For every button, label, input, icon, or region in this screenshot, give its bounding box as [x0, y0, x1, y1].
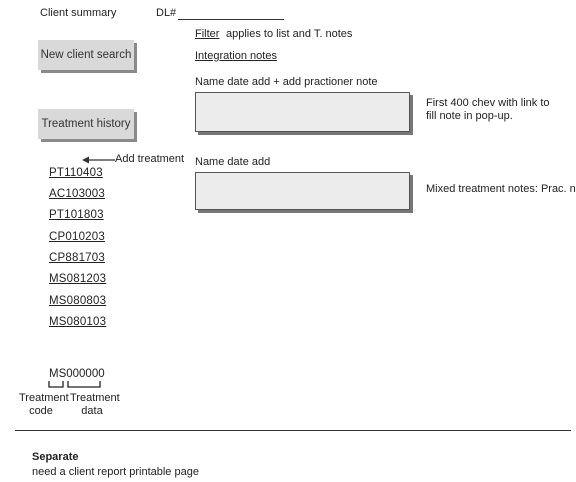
- dl-label: DL#: [156, 7, 177, 19]
- filter-link[interactable]: Filter: [195, 28, 220, 40]
- note-box-1-header: Name date add + add practioner note: [195, 76, 378, 88]
- code-example: MS000000: [49, 368, 105, 380]
- treatment-item[interactable]: MS081203: [49, 273, 107, 285]
- treatment-history-button[interactable]: Treatment history: [38, 109, 134, 139]
- note-box-1-annotation: First 400 chev with link to fill note in…: [426, 97, 550, 122]
- add-treatment-link[interactable]: Add treatment: [115, 153, 185, 165]
- treatment-data-label: Treatment data: [70, 392, 120, 417]
- code-bracket-icon: [48, 381, 101, 388]
- note-box-2-annotation: Mixed treatment notes: Prac. notes: [426, 183, 576, 195]
- new-client-search-button[interactable]: New client search: [38, 40, 134, 70]
- treatment-history-label: Treatment history: [41, 118, 131, 130]
- treatment-item[interactable]: MS080803: [49, 295, 107, 307]
- treatment-item[interactable]: PT101803: [49, 209, 104, 221]
- left-arrow-icon: [82, 156, 115, 164]
- treatment-item[interactable]: PT110403: [49, 167, 103, 179]
- practitioner-note-box[interactable]: [195, 92, 410, 132]
- treatment-item[interactable]: MS080103: [49, 316, 107, 328]
- section-divider: [15, 430, 571, 432]
- treatment-code-label: Treatment code: [19, 392, 69, 417]
- treatment-item[interactable]: AC103003: [49, 188, 105, 200]
- treatment-item[interactable]: CP881703: [49, 252, 105, 264]
- new-client-search-label: New client search: [40, 49, 132, 61]
- integration-notes-link[interactable]: Integration notes: [195, 50, 277, 62]
- note-box-2-header: Name date add: [195, 156, 271, 168]
- footer-title: Separate: [32, 451, 79, 463]
- page-title: Client summary: [40, 7, 117, 19]
- filter-note: applies to list and T. notes: [226, 28, 353, 40]
- treatment-notes-box[interactable]: [195, 172, 410, 210]
- treatment-item[interactable]: CP010203: [49, 231, 105, 243]
- footer-text: need a client report printable page: [32, 466, 199, 478]
- dl-input-line[interactable]: [178, 19, 284, 20]
